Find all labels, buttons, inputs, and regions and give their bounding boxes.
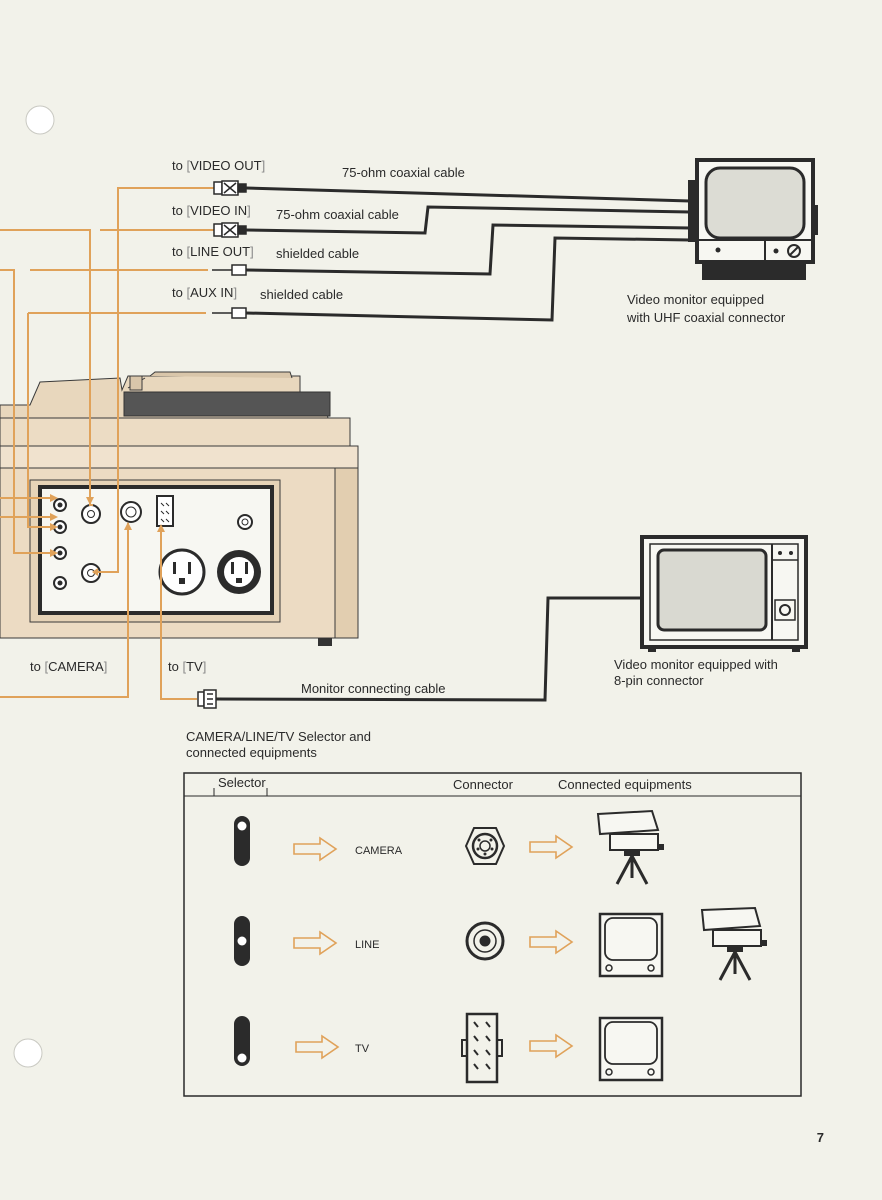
selector-switch-icons (234, 816, 250, 1066)
row-tv-label: TV (355, 1043, 370, 1055)
8-pin-connector-icon (461, 1012, 503, 1084)
camera-icon (596, 809, 664, 885)
monitor-uhf-icon (688, 158, 818, 280)
header-selector: Selector (218, 775, 266, 790)
flow-arrow-icons (293, 834, 574, 1060)
label-line-out: to [LINE OUT] (172, 244, 254, 259)
monitor-uhf-caption-2: with UHF coaxial connector (627, 310, 786, 325)
orange-cables (0, 187, 214, 700)
selector-title-1: CAMERA/LINE/TV Selector and (186, 729, 371, 744)
label-shielded-cable-2: shielded cable (260, 287, 344, 302)
label-coax-cable-1: 75-ohm coaxial cable (342, 165, 465, 180)
label-camera: to [CAMERA] (30, 659, 108, 674)
monitor-8pin-caption-2: 8-pin connector (614, 673, 704, 688)
selector-title-2: connected equipments (186, 745, 317, 760)
monitor-8pin-caption-1: Video monitor equipped with (614, 657, 778, 672)
page-number: 7 (816, 1130, 824, 1145)
label-coax-cable-2: 75-ohm coaxial cable (276, 207, 399, 222)
vtr-deck (0, 371, 359, 646)
label-video-out: to [VIDEO OUT] (172, 158, 266, 173)
monitor-8pin-icon (640, 535, 808, 652)
tv-icon (598, 1016, 664, 1082)
camera-din-connector-icon (464, 827, 506, 865)
row-line-label: LINE (355, 939, 380, 951)
dark-cables (215, 186, 691, 702)
row-camera-label: CAMERA (355, 845, 403, 857)
label-tv: to [TV] (168, 659, 207, 674)
camera-icon (700, 906, 767, 981)
label-monitor-cable: Monitor connecting cable (301, 681, 446, 696)
cable-arrowheads (50, 494, 165, 576)
selector-table (183, 772, 802, 1097)
plugs (197, 180, 247, 709)
label-shielded-cable-1: shielded cable (276, 246, 360, 261)
label-aux-in: to [AUX IN] (172, 285, 238, 300)
header-equipment: Connected equipments (558, 777, 692, 792)
header-connector: Connector (453, 777, 513, 792)
uhf-coaxial-connector-icon (465, 921, 505, 961)
monitor-uhf-caption-1: Video monitor equipped (627, 292, 765, 307)
label-video-in: to [VIDEO IN] (172, 203, 251, 218)
tv-icon (598, 912, 664, 978)
